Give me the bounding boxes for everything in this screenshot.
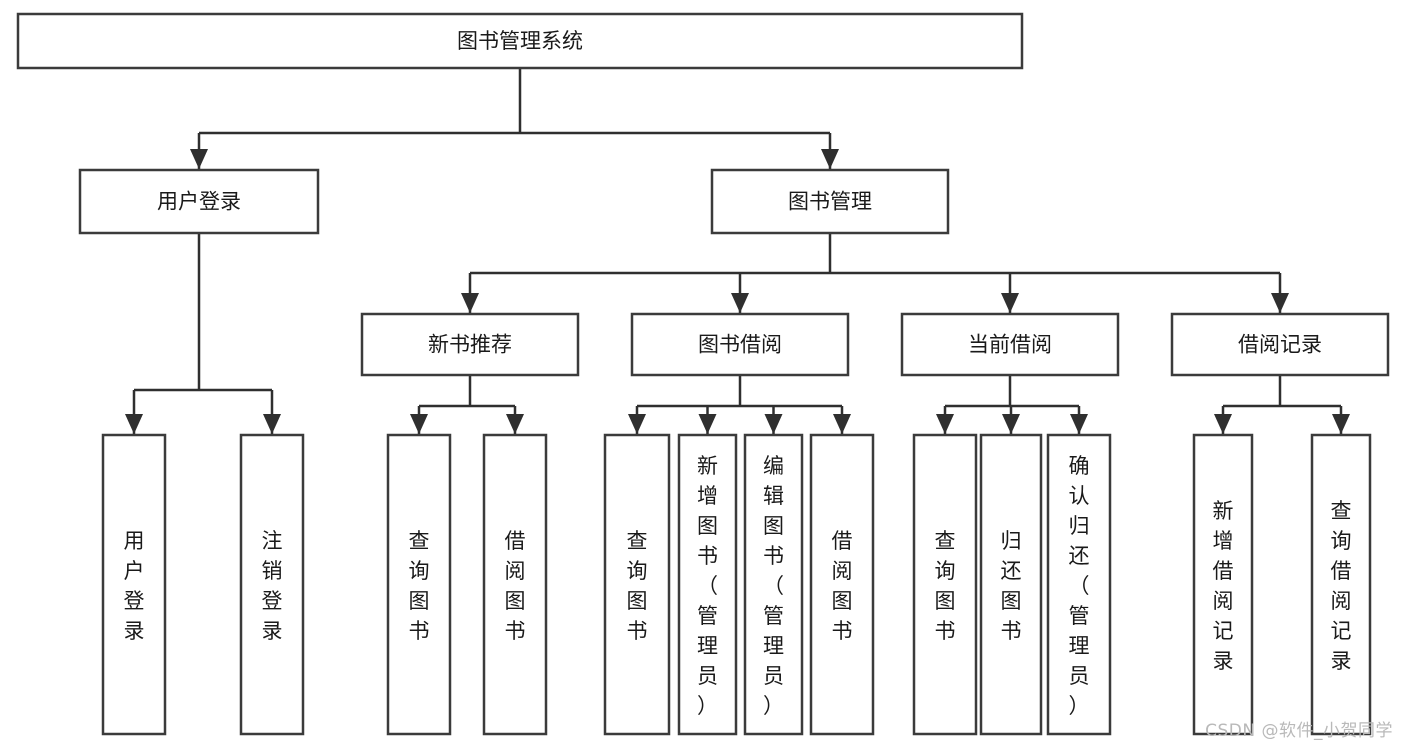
node-leaf-query-book-3[interactable]: 查询图书 — [912, 433, 978, 736]
node-leaf-query-book-1-box[interactable] — [386, 433, 452, 736]
node-borrow-record-label: 借阅记录 — [1238, 333, 1322, 357]
book-borrow-arrow-icon-0 — [628, 414, 646, 434]
node-user-login[interactable]: 用户登录 — [78, 168, 320, 235]
node-book-borrow-label: 图书借阅 — [698, 333, 782, 357]
node-new-book-recommend[interactable]: 新书推荐 — [360, 312, 580, 377]
node-user-login-box[interactable] — [78, 168, 320, 235]
node-leaf-add-book[interactable]: 新增图书（管理员） — [677, 433, 738, 736]
node-leaf-user-login[interactable]: 用户登录 — [101, 433, 167, 736]
node-leaf-borrow-book-2-box[interactable] — [809, 433, 875, 736]
node-leaf-query-book-1-label: 查询图书 — [409, 529, 430, 643]
node-book-manage-label: 图书管理 — [788, 190, 872, 214]
node-leaf-user-logout-box[interactable] — [239, 433, 305, 736]
node-book-borrow[interactable]: 图书借阅 — [630, 312, 850, 377]
node-leaf-borrow-book-2-label: 借阅图书 — [832, 529, 853, 643]
node-leaf-query-book-2-label: 查询图书 — [627, 529, 648, 643]
current-borrow-arrow-icon-1 — [1002, 414, 1020, 434]
node-new-book-recommend-box[interactable] — [360, 312, 580, 377]
node-leaf-user-login-label: 用户登录 — [124, 529, 145, 643]
borrow-record-arrow-icon-0 — [1214, 414, 1232, 434]
book-borrow-arrow-icon-3 — [833, 414, 851, 434]
node-book-manage-box[interactable] — [710, 168, 950, 235]
node-leaf-return-book-label: 归还图书 — [1001, 529, 1022, 643]
node-root-system-label: 图书管理系统 — [457, 29, 583, 53]
book-manage-arrow-icon-3 — [1271, 293, 1289, 313]
node-new-book-recommend-label: 新书推荐 — [428, 333, 512, 357]
node-leaf-confirm-return-label: 确认归还（管理员） — [1069, 454, 1090, 718]
root-arrow-icon-0 — [190, 149, 208, 169]
node-leaf-return-book-box[interactable] — [979, 433, 1043, 736]
root-arrow-icon-1 — [821, 149, 839, 169]
node-leaf-query-book-2-box[interactable] — [603, 433, 671, 736]
book-manage-arrow-icon-2 — [1001, 293, 1019, 313]
current-borrow-arrow-icon-0 — [936, 414, 954, 434]
node-leaf-query-book-3-box[interactable] — [912, 433, 978, 736]
node-leaf-add-record-box[interactable] — [1192, 433, 1254, 736]
node-root-system-box[interactable] — [16, 12, 1024, 70]
node-leaf-query-record[interactable]: 查询借阅记录 — [1310, 433, 1372, 736]
node-leaf-edit-book-box[interactable] — [743, 433, 804, 736]
node-leaf-edit-book-label: 编辑图书（管理员） — [763, 454, 784, 718]
node-leaf-user-logout-label: 注销登录 — [262, 529, 283, 643]
node-leaf-borrow-book-2[interactable]: 借阅图书 — [809, 433, 875, 736]
node-root-system[interactable]: 图书管理系统 — [16, 12, 1024, 70]
node-leaf-edit-book[interactable]: 编辑图书（管理员） — [743, 433, 804, 736]
node-leaf-user-login-box[interactable] — [101, 433, 167, 736]
node-leaf-confirm-return[interactable]: 确认归还（管理员） — [1046, 433, 1112, 736]
connector-layer — [125, 68, 1350, 434]
node-leaf-user-logout[interactable]: 注销登录 — [239, 433, 305, 736]
book-manage-arrow-icon-0 — [461, 293, 479, 313]
node-book-borrow-box[interactable] — [630, 312, 850, 377]
node-user-login-label: 用户登录 — [157, 190, 241, 214]
node-borrow-record[interactable]: 借阅记录 — [1170, 312, 1390, 377]
node-layer: 图书管理系统用户登录图书管理新书推荐图书借阅当前借阅借阅记录用户登录注销登录查询… — [16, 12, 1390, 736]
node-leaf-borrow-book-1-label: 借阅图书 — [505, 529, 526, 643]
borrow-record-arrow-icon-1 — [1332, 414, 1350, 434]
node-leaf-add-book-label: 新增图书（管理员） — [697, 454, 718, 718]
node-leaf-query-book-1[interactable]: 查询图书 — [386, 433, 452, 736]
current-borrow-arrow-icon-2 — [1070, 414, 1088, 434]
node-leaf-return-book[interactable]: 归还图书 — [979, 433, 1043, 736]
node-leaf-query-record-label: 查询借阅记录 — [1331, 499, 1352, 673]
node-current-borrow[interactable]: 当前借阅 — [900, 312, 1120, 377]
node-book-manage[interactable]: 图书管理 — [710, 168, 950, 235]
node-leaf-add-record[interactable]: 新增借阅记录 — [1192, 433, 1254, 736]
book-borrow-arrow-icon-1 — [698, 414, 717, 434]
book-borrow-arrow-icon-2 — [764, 414, 783, 434]
node-leaf-query-book-2[interactable]: 查询图书 — [603, 433, 671, 736]
node-current-borrow-label: 当前借阅 — [968, 333, 1052, 357]
book-manage-arrow-icon-1 — [731, 293, 749, 313]
node-leaf-query-record-box[interactable] — [1310, 433, 1372, 736]
user-login-arrow-icon-1 — [263, 414, 281, 434]
node-leaf-confirm-return-box[interactable] — [1046, 433, 1112, 736]
node-leaf-borrow-book-1-box[interactable] — [482, 433, 548, 736]
new-book-recommend-arrow-icon-1 — [506, 414, 524, 434]
user-login-arrow-icon-0 — [125, 414, 143, 434]
node-leaf-query-book-3-label: 查询图书 — [935, 529, 956, 643]
new-book-recommend-arrow-icon-0 — [410, 414, 428, 434]
node-leaf-add-book-box[interactable] — [677, 433, 738, 736]
node-leaf-borrow-book-1[interactable]: 借阅图书 — [482, 433, 548, 736]
node-leaf-add-record-label: 新增借阅记录 — [1213, 499, 1234, 673]
node-borrow-record-box[interactable] — [1170, 312, 1390, 377]
node-current-borrow-box[interactable] — [900, 312, 1120, 377]
